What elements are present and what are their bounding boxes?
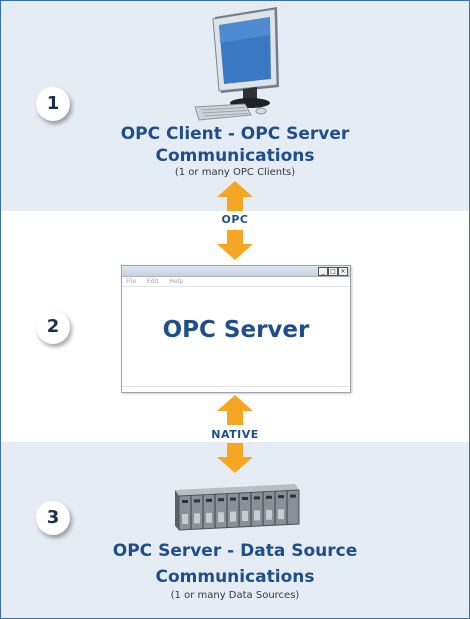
- down-arrow-icon: [217, 230, 253, 260]
- computer-icon: [194, 7, 279, 121]
- step-1-badge: 1: [36, 87, 70, 121]
- step-1-subtitle: (1 or many OPC Clients): [174, 167, 296, 178]
- step-3-badge: 3: [36, 501, 70, 535]
- step-1-title-line1: OPC Client - OPC Server: [120, 124, 350, 144]
- menu-edit: Edit: [146, 278, 159, 285]
- server-rack-icon: [175, 484, 300, 531]
- window-menubar: File Edit Help: [122, 277, 350, 287]
- menu-file: File: [126, 278, 137, 285]
- step-2-badge: 2: [36, 310, 70, 344]
- connector-opc-label: OPC: [221, 213, 249, 226]
- up-arrow-icon: [217, 395, 253, 425]
- window-title: OPC Server: [162, 317, 310, 343]
- step-3-title-line2: Communications: [155, 567, 315, 587]
- connector-native-label: NATIVE: [211, 428, 259, 441]
- minimize-icon: _: [318, 267, 328, 276]
- window-titlebar: _ □ ×: [122, 266, 350, 277]
- close-icon: ×: [338, 267, 348, 276]
- step-3-title-line1: OPC Server - Data Source: [112, 541, 358, 561]
- step-1-title-line2: Communications: [155, 146, 315, 166]
- step-3-subtitle: (1 or many Data Sources): [170, 590, 300, 601]
- up-arrow-icon: [217, 181, 253, 211]
- menu-help: Help: [169, 278, 184, 285]
- window-statusbar: [122, 386, 350, 392]
- down-arrow-icon: [217, 443, 253, 473]
- application-window-icon: _ □ × File Edit Help OPC Server: [121, 265, 351, 393]
- maximize-icon: □: [328, 267, 338, 276]
